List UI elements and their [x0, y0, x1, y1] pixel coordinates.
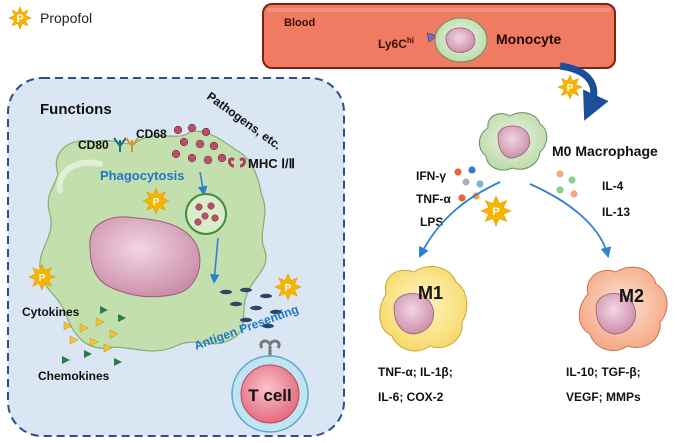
chemokines-label: Chemokines: [38, 369, 110, 383]
ly6c-receptor-icon: [426, 32, 438, 43]
propofol-star-icon: [8, 6, 32, 30]
m1-signals: IFN-γ TNF-α LPS: [416, 166, 484, 229]
monocyte-label: Monocyte: [496, 31, 562, 47]
m1-macrophage: [379, 266, 468, 352]
cytokines-label: Cytokines: [22, 305, 80, 319]
m2-cytokines-line1: IL-10; TGF-β;: [566, 365, 641, 379]
svg-text:P: P: [567, 83, 574, 94]
monocyte-cell: [434, 17, 488, 63]
propofol-legend: P Propofol: [8, 6, 92, 30]
mhc-receptor-icon: [228, 157, 246, 168]
cd80-label: CD80: [78, 138, 109, 152]
cd68-label: CD68: [136, 127, 167, 141]
blood-label: Blood: [284, 17, 315, 29]
t-cell: [231, 339, 309, 433]
svg-text:P: P: [285, 283, 292, 294]
mhc-label: MHC Ⅰ/Ⅱ: [248, 156, 295, 171]
m0-label: M0 Macrophage: [552, 143, 658, 159]
phagocytosis-label: Phagocytosis: [100, 168, 185, 183]
svg-text:P: P: [39, 273, 46, 284]
propofol-symbol: P: [16, 13, 23, 25]
propofol-star-migration: P: [557, 74, 583, 100]
large-nucleus: [89, 216, 201, 298]
m2-cytokines-line2: VEGF; MMPs: [566, 390, 641, 404]
svg-text:P: P: [153, 197, 160, 208]
propofol-legend-label: Propofol: [40, 10, 92, 26]
chemokine-triangles: [62, 306, 126, 366]
functions-panel: Functions CD80 CD68 Pathogens, etc. MHC …: [7, 77, 345, 437]
tnf-alpha-signal-label: TNF-α: [416, 192, 451, 206]
m2-signal-dots: [556, 170, 578, 198]
m0-macrophage: [479, 112, 548, 171]
pathogen-particles: [171, 123, 227, 165]
il13-label: IL-13: [602, 205, 630, 219]
m1-signal-dots: [454, 166, 484, 202]
phagosome: [185, 193, 227, 235]
m1-cytokines-line1: TNF-α; IL-1β;: [378, 365, 453, 379]
functions-title: Functions: [40, 101, 112, 118]
arrow-to-m2: [529, 183, 612, 259]
migration-arrow: [559, 62, 609, 121]
antigen-fragments: [220, 287, 282, 329]
phagocytosis-arrow: [197, 171, 208, 196]
il4-label: IL-4: [602, 179, 624, 193]
cd68-receptor-icon: [125, 137, 139, 152]
propofol-star-antigen: P: [274, 273, 302, 301]
m1-cytokines-line2: IL-6; COX-2: [378, 390, 444, 404]
propofol-star-polarization: P: [480, 195, 512, 227]
ifn-gamma-label: IFN-γ: [416, 169, 446, 183]
ly6c-label: Ly6Chi: [378, 36, 414, 51]
m2-label: M2: [619, 286, 644, 306]
lps-label: LPS: [420, 215, 443, 229]
arrow-to-m1: [419, 181, 501, 258]
m1-label: M1: [418, 283, 443, 303]
m2-macrophage: [578, 266, 668, 351]
cytokine-triangles: [63, 317, 119, 353]
propofol-star-cytokines: P: [28, 263, 56, 291]
antigen-arrow: [209, 237, 220, 284]
cd80-receptor-icon: [113, 137, 127, 152]
m2-signals: IL-4 IL-13: [556, 170, 630, 219]
blood-vessel: Blood Ly6Chi Monocyte: [262, 3, 616, 69]
tcell-label: T cell: [248, 386, 291, 405]
propofol-star-phagocytosis: P: [142, 187, 170, 215]
svg-text:P: P: [492, 206, 499, 218]
